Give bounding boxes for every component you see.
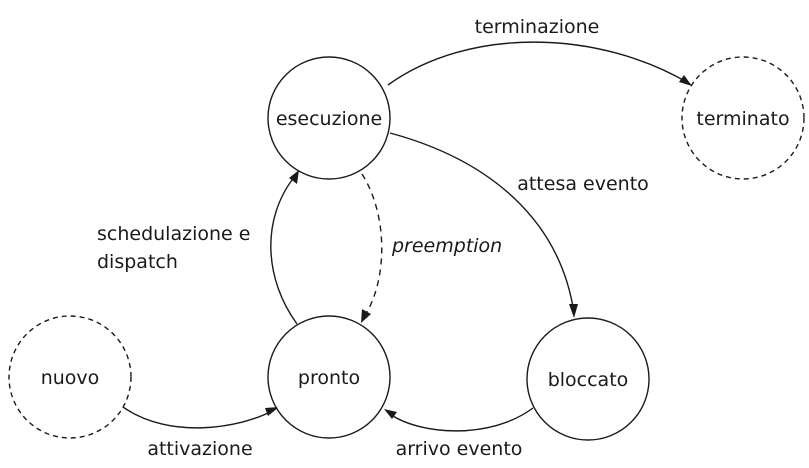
state-terminato	[681, 56, 805, 180]
edge-attivazione	[122, 406, 273, 429]
edge-label-attivazione: attivazione	[147, 438, 252, 460]
edge-preemption	[361, 173, 383, 318]
arrowhead-preemption	[361, 309, 371, 323]
edge-terminazione	[387, 41, 691, 86]
edge-label-attesa-evento: attesa evento	[517, 173, 649, 195]
state-label-bloccato: bloccato	[548, 369, 629, 391]
state-bloccato	[526, 317, 650, 441]
edge-label-arrivo-evento: arrivo evento	[396, 438, 523, 460]
state-esecuzione	[267, 56, 391, 180]
state-label-nuovo: nuovo	[41, 367, 100, 389]
state-label-pronto: pronto	[298, 367, 360, 389]
edge-label-schedulazione-line2: dispatch	[97, 251, 178, 273]
edge-arrivo-evento	[389, 407, 534, 432]
arrowhead-arrivo-evento	[384, 409, 397, 419]
arrowhead-schedulazione	[289, 170, 299, 184]
state-label-terminato: terminato	[696, 108, 789, 130]
arrowhead-attesa-evento	[569, 304, 578, 318]
arrowhead-terminazione	[679, 75, 692, 86]
edge-label-schedulazione-line1: schedulazione e	[97, 223, 250, 245]
edge-label-preemption: preemption	[391, 235, 502, 257]
edge-schedulazione	[270, 175, 298, 325]
edge-label-terminazione: terminazione	[475, 16, 600, 38]
edge-attesa-evento	[389, 132, 575, 314]
state-pronto	[267, 315, 391, 439]
arrowhead-attivazione	[265, 407, 279, 416]
state-nuovo	[8, 315, 132, 439]
state-label-esecuzione: esecuzione	[276, 108, 382, 130]
